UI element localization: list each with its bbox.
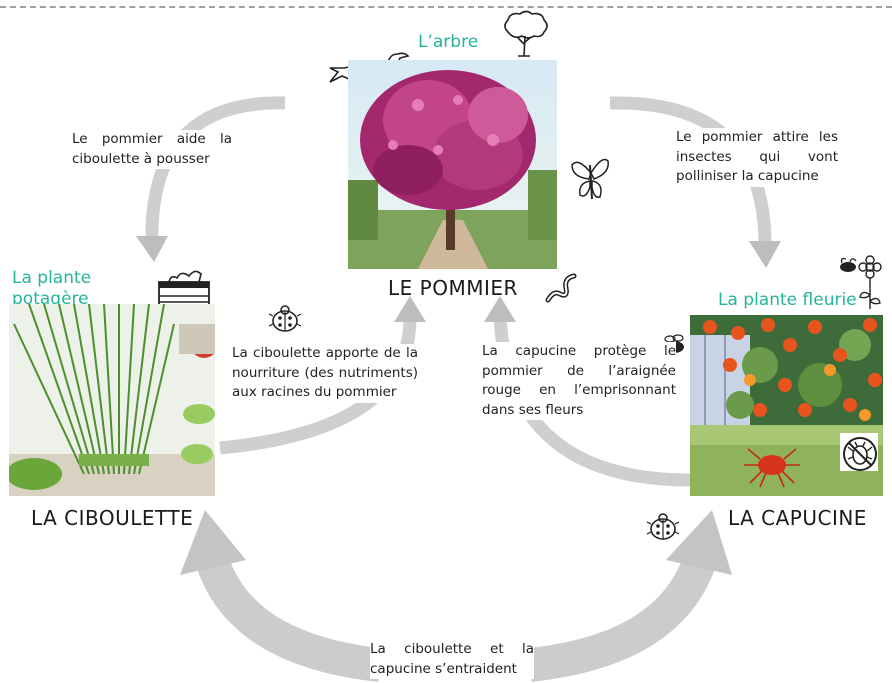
arrow-head bbox=[484, 296, 516, 322]
ciboulette-photo bbox=[9, 304, 215, 496]
arrow-head bbox=[749, 241, 781, 268]
ciboulette-name: LA CIBOULETTE bbox=[31, 506, 194, 530]
note-pommier-to-ciboulette: Le pommier aide la ciboulette à pousser bbox=[72, 130, 232, 170]
pommier-name: LE POMMIER bbox=[388, 276, 518, 300]
top-dashed-border bbox=[0, 6, 892, 8]
arrow-pommier-to-ciboulette bbox=[145, 96, 286, 241]
arrow-mutual-left bbox=[195, 554, 382, 682]
bee-flower-icon bbox=[836, 255, 886, 311]
worm-icon bbox=[544, 272, 578, 304]
arrow-mutual-right bbox=[528, 554, 717, 682]
arrow-head bbox=[180, 510, 246, 575]
tree-icon bbox=[498, 10, 552, 58]
capucine-photo bbox=[690, 315, 883, 425]
ladybug-icon bbox=[268, 304, 302, 334]
note-mutual: La ciboulette et la capucine s’entraiden… bbox=[370, 640, 534, 680]
arrow-head bbox=[394, 296, 426, 322]
butterfly-icon bbox=[570, 155, 610, 203]
capucine-name: LA CAPUCINE bbox=[728, 506, 867, 530]
note-pommier-to-capucine: Le pommier attire les insectes qui vont … bbox=[676, 128, 838, 187]
ladybug-icon bbox=[646, 512, 680, 542]
no-mite-icon bbox=[840, 434, 880, 474]
pommier-category-label: L’arbre bbox=[418, 32, 479, 52]
arrow-head bbox=[136, 236, 168, 262]
note-capucine-to-pommier: La capucine protège le pommier de l’arai… bbox=[482, 342, 676, 421]
arrow-head bbox=[666, 510, 732, 575]
capucine-category-label: La plante fleurie bbox=[718, 290, 857, 310]
pommier-photo bbox=[348, 60, 557, 269]
note-ciboulette-to-pommier: La ciboulette apporte de la nourriture (… bbox=[232, 344, 418, 403]
